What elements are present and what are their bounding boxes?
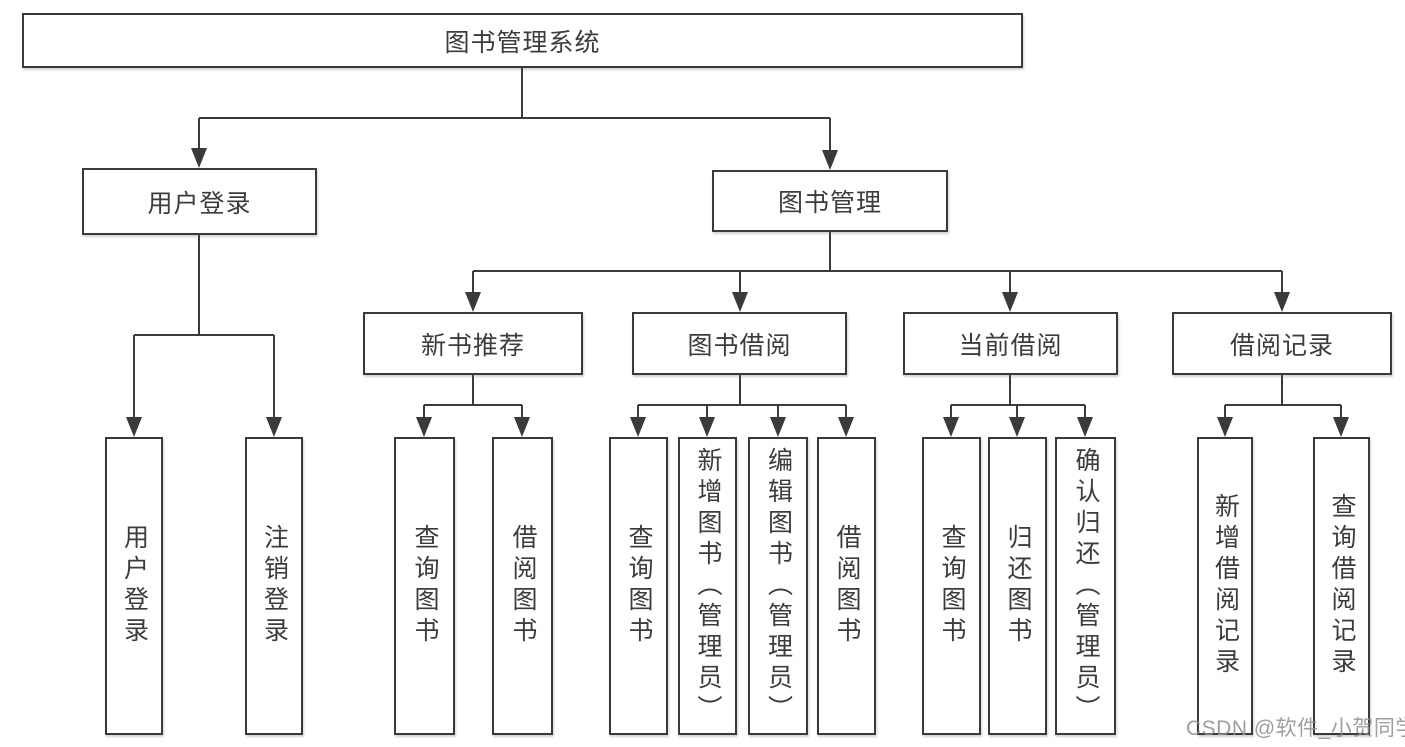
node-label: 新增借阅记录 [1211, 493, 1240, 679]
node-label: 借阅图书 [833, 524, 861, 648]
leaf-query-books-recommend: 查询图书 [394, 437, 455, 735]
leaf-borrow-books: 借阅图书 [817, 437, 876, 735]
node-label: 注销登录 [260, 524, 289, 648]
node-current-borrowing: 当前借阅 [903, 312, 1118, 375]
leaf-edit-books-admin: 编辑图书（管理员） [748, 437, 808, 735]
node-borrowing-records: 借阅记录 [1172, 312, 1392, 375]
node-label: 新增图书（管理员） [694, 446, 722, 726]
node-book-management: 图书管理 [712, 170, 948, 232]
node-label: 查询图书 [938, 524, 966, 648]
leaf-query-books-current: 查询图书 [922, 437, 981, 735]
leaf-query-books-borrowing: 查询图书 [609, 437, 668, 735]
node-label: 当前借阅 [958, 331, 1063, 360]
node-library-management-system: 图书管理系统 [22, 13, 1023, 68]
node-label: 图书管理 [777, 189, 882, 217]
node-label: 用户登录 [120, 524, 149, 648]
arrowheads [126, 148, 1349, 437]
node-label: 查询图书 [411, 524, 439, 648]
node-label: 确认归还（管理员） [1072, 446, 1100, 726]
leaf-confirm-return-admin: 确认归还（管理员） [1055, 437, 1116, 735]
csdn-watermark: CSDN @软件_小贺同学 [1186, 717, 1405, 740]
leaf-borrow-books-recommend: 借阅图书 [492, 437, 553, 735]
node-label: 编辑图书（管理员） [764, 446, 793, 726]
leaf-return-books: 归还图书 [988, 437, 1047, 735]
node-label: 图书管理系统 [444, 28, 601, 57]
leaf-logout: 注销登录 [245, 437, 303, 735]
node-label: 图书借阅 [687, 331, 792, 360]
node-label: 查询图书 [625, 524, 653, 648]
leaf-user-login: 用户登录 [105, 437, 163, 735]
leaf-add-borrow-record: 新增借阅记录 [1197, 437, 1253, 735]
node-label: 归还图书 [1004, 524, 1032, 648]
node-new-book-recommendation: 新书推荐 [363, 312, 583, 375]
node-user-login: 用户登录 [82, 168, 317, 235]
node-label: 查询借阅记录 [1328, 493, 1356, 679]
node-label: 用户登录 [147, 189, 252, 218]
node-label: 新书推荐 [420, 331, 525, 360]
node-label: 借阅图书 [509, 524, 537, 648]
node-book-borrowing: 图书借阅 [632, 312, 847, 375]
leaf-add-books-admin: 新增图书（管理员） [678, 437, 737, 735]
leaf-query-borrow-record: 查询借阅记录 [1313, 437, 1370, 735]
node-label: 借阅记录 [1229, 331, 1334, 360]
